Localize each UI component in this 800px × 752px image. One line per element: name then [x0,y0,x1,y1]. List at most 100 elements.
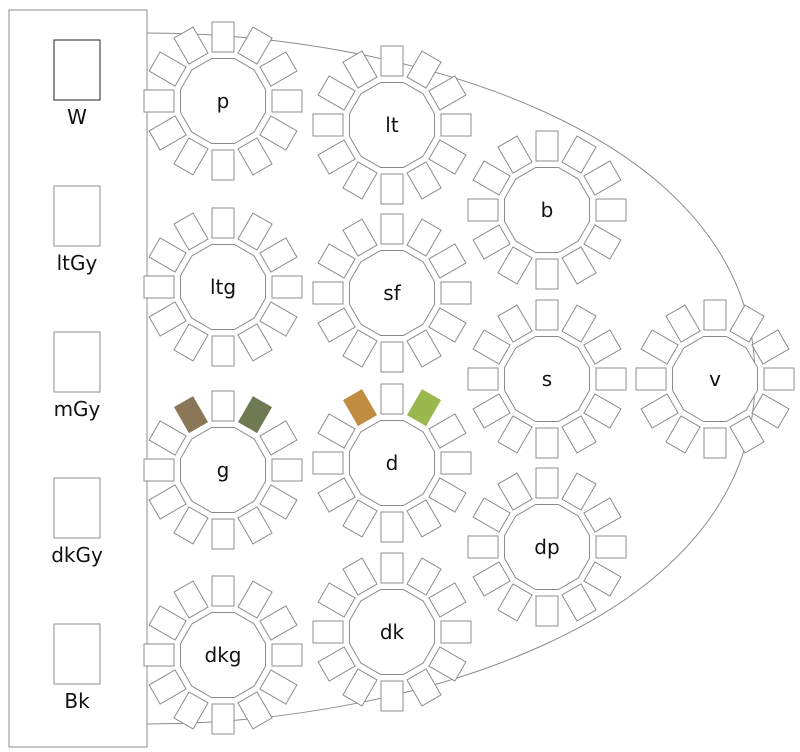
seat [173,691,209,730]
seat [703,299,727,331]
seat [259,484,298,520]
seat [259,51,298,87]
seat [497,304,533,343]
seat [317,646,356,682]
seat [259,669,298,705]
table-label: d [386,451,399,475]
seat [406,161,442,200]
seat [472,561,511,597]
table-label: b [541,198,554,222]
seat [472,160,511,196]
seat [440,281,472,305]
seat [312,620,344,644]
seat [763,367,795,391]
seat [317,477,356,513]
seat [472,329,511,365]
seat [148,237,187,273]
seat [148,51,187,87]
seat [148,115,187,151]
swatch-W [53,39,101,101]
seat [535,130,559,162]
seat [259,301,298,337]
seat [317,307,356,343]
table-top [349,420,435,506]
seat [211,21,235,53]
seat [271,275,303,299]
seat [428,139,467,175]
seat [211,703,235,735]
seat [380,341,404,373]
seat [640,329,679,365]
seat [428,243,467,279]
seat [211,207,235,239]
seat [428,307,467,343]
seat [583,224,622,260]
table-label: dkg [205,643,242,667]
seat [342,668,378,707]
seat [342,161,378,200]
seat [342,499,378,538]
seat [380,511,404,543]
seat [312,281,344,305]
seat [583,160,622,196]
seat [312,451,344,475]
seat [173,396,209,434]
seat [440,113,472,137]
seat [317,139,356,175]
seat [729,415,765,454]
seat [535,427,559,459]
seat [143,89,175,113]
seat [472,224,511,260]
seat [406,218,442,257]
seat [595,535,627,559]
seat [211,149,235,181]
table-label: dp [534,535,559,559]
seat [583,393,622,429]
seat [143,643,175,667]
seat [406,50,442,89]
table-label: p [217,89,230,113]
table-label: dk [380,620,405,644]
seat [148,301,187,337]
seat [406,557,442,596]
seat [173,580,209,619]
swatch-Bk [53,623,101,685]
seat [472,497,511,533]
table-p: p [143,21,303,181]
seat [406,389,442,427]
seat [312,113,344,137]
seat [143,458,175,482]
seat [148,605,187,641]
table-top [349,589,435,675]
table-d: d [312,383,472,543]
swatch-label: ltGy [57,251,98,275]
seat [583,329,622,365]
seat [173,212,209,251]
seat [561,135,597,174]
table-label: ltg [210,275,236,299]
seat [148,484,187,520]
seat [342,218,378,257]
seat [561,304,597,343]
seat [259,420,298,456]
seat [317,582,356,618]
seat [640,393,679,429]
seat [380,45,404,77]
seat [561,583,597,622]
table-top [672,336,758,422]
seat [729,304,765,343]
seat [595,367,627,391]
table-dkg: dkg [143,575,303,735]
table-label: s [542,367,552,391]
seat [237,323,273,362]
seat [237,580,273,619]
swatch-label: dkGy [51,543,103,567]
seat [751,329,790,365]
table-lt: lt [312,45,472,205]
seat [535,258,559,290]
seat [535,467,559,499]
seat [259,115,298,151]
seat [535,299,559,331]
seat [665,304,701,343]
